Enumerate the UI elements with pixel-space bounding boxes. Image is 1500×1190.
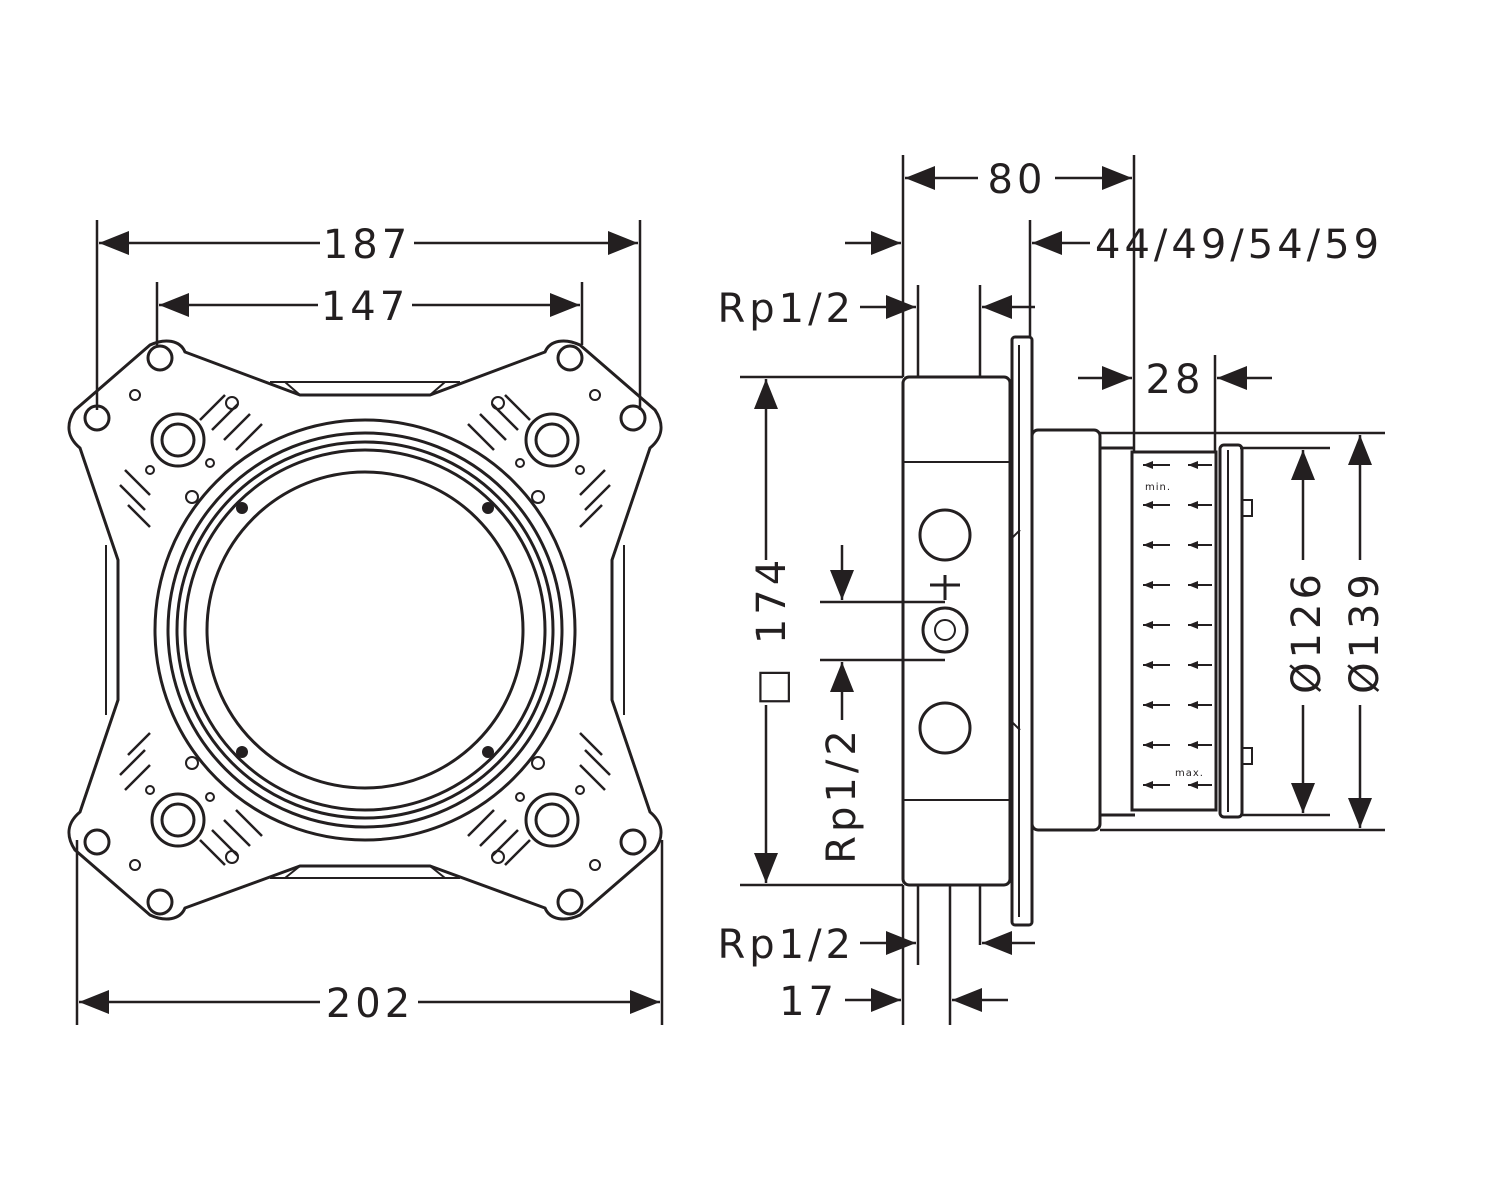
min-label: min. (1145, 482, 1171, 493)
dim-147-label: 147 (321, 284, 409, 330)
corner-bosses (150, 412, 580, 848)
side-dimensions (740, 155, 1385, 1025)
dim-28-label: 28 (1146, 357, 1205, 403)
port-bottom (918, 701, 972, 755)
dim-126-label: Ø126 (1284, 570, 1330, 694)
small-holes (129, 389, 601, 871)
end-ring (1218, 443, 1244, 819)
ring-bolts (236, 502, 494, 758)
side-view (901, 335, 1253, 927)
clip-top (1241, 499, 1253, 517)
dim-139-label: Ø139 (1342, 570, 1388, 694)
hot-cold-symbol (930, 575, 960, 600)
clip-bottom (1241, 747, 1253, 765)
thread-bottom-label: Rp1/2 (717, 922, 855, 968)
front-plate-inner (105, 381, 625, 879)
dim-174-label: 174 (749, 556, 795, 644)
dim-202-label: 202 (326, 981, 414, 1027)
dim-adjust-label: 44/49/54/59 (1095, 222, 1383, 268)
dim-17-label: 17 (779, 979, 838, 1025)
ring-2 (166, 431, 564, 829)
sleeve-arrows (1143, 461, 1212, 789)
slot-patterns (119, 394, 611, 866)
front-dimensions (75, 220, 664, 1025)
side-body (901, 375, 1012, 887)
ring-4 (183, 448, 547, 812)
outer-ring (153, 418, 577, 842)
dim-80-label: 80 (988, 157, 1047, 203)
port-top (918, 508, 972, 562)
ring-3 (175, 440, 555, 820)
adjust-sleeve (1130, 450, 1218, 812)
collar (1030, 428, 1102, 832)
square-symbol: □ (749, 664, 795, 706)
max-label: max. (1175, 768, 1204, 779)
thread-top-label: Rp1/2 (717, 286, 855, 332)
mounting-flange (1010, 335, 1034, 927)
thread-side-label: Rp1/2 (819, 726, 865, 864)
front-plate-outline (67, 339, 663, 921)
port-center (921, 606, 969, 654)
corner-holes (83, 344, 647, 916)
front-view (67, 339, 663, 921)
dim-187-label: 187 (323, 222, 411, 268)
inner-opening (205, 470, 525, 790)
